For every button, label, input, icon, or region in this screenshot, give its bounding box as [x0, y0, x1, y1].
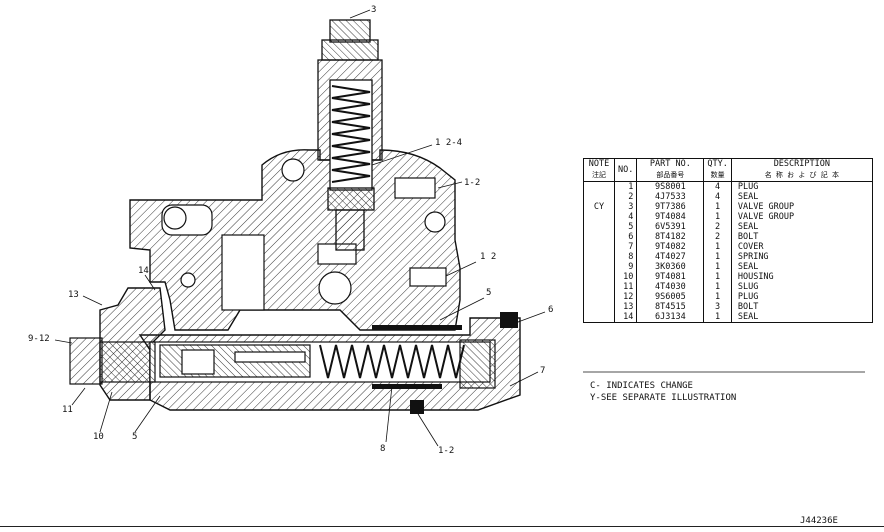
horizontal-spring: [319, 344, 465, 379]
callout-5-right: 5: [486, 288, 492, 298]
parts-list-table: NOTE 注記 NO. PART NO. 部品番号 QTY. 数量 DESCRI…: [583, 158, 873, 323]
callout-3: 3: [371, 5, 377, 15]
drawing-number: J44236E: [800, 516, 838, 526]
callout-10: 10: [93, 432, 104, 442]
callout-7: 7: [540, 366, 546, 376]
col-description: DESCRIPTION 名 称 お よ び 記 本: [730, 158, 873, 182]
callout-1-2-4: 1 2-4: [435, 138, 463, 148]
callout-1-2-upper: 1-2: [464, 178, 481, 188]
callout-5-bottom: 5: [132, 432, 138, 442]
col-part-no: PART NO. 部品番号: [636, 158, 705, 182]
leader-lines: [54, 9, 546, 447]
callout-1-2-middle: 1 2: [480, 252, 497, 262]
col-note: NOTE 注記: [583, 158, 615, 182]
callout-8: 8: [380, 444, 386, 454]
note-separate-illustration: Y-SEE SEPARATE ILLUSTRATION: [590, 393, 737, 403]
callout-14: 14: [138, 266, 149, 276]
col-no: NO.: [613, 158, 638, 182]
callout-13: 13: [68, 290, 79, 300]
callout-1-2-bottom: 1-2: [438, 446, 455, 456]
note-change: C- INDICATES CHANGE: [590, 381, 693, 391]
callout-9-12: 9-12: [28, 334, 50, 344]
callout-6: 6: [548, 305, 554, 315]
parts-table-header: NOTE 注記 NO. PART NO. 部品番号 QTY. 数量 DESCRI…: [583, 158, 873, 182]
seal-dots: [372, 312, 518, 414]
callout-11: 11: [62, 405, 73, 415]
bottom-rule: [0, 526, 884, 527]
col-qty: QTY. 数量: [703, 158, 732, 182]
housing-internal-cavities: [161, 158, 447, 311]
table-notes: C- INDICATES CHANGE Y-SEE SEPARATE ILLUS…: [590, 380, 736, 404]
vertical-spring: [331, 85, 371, 183]
